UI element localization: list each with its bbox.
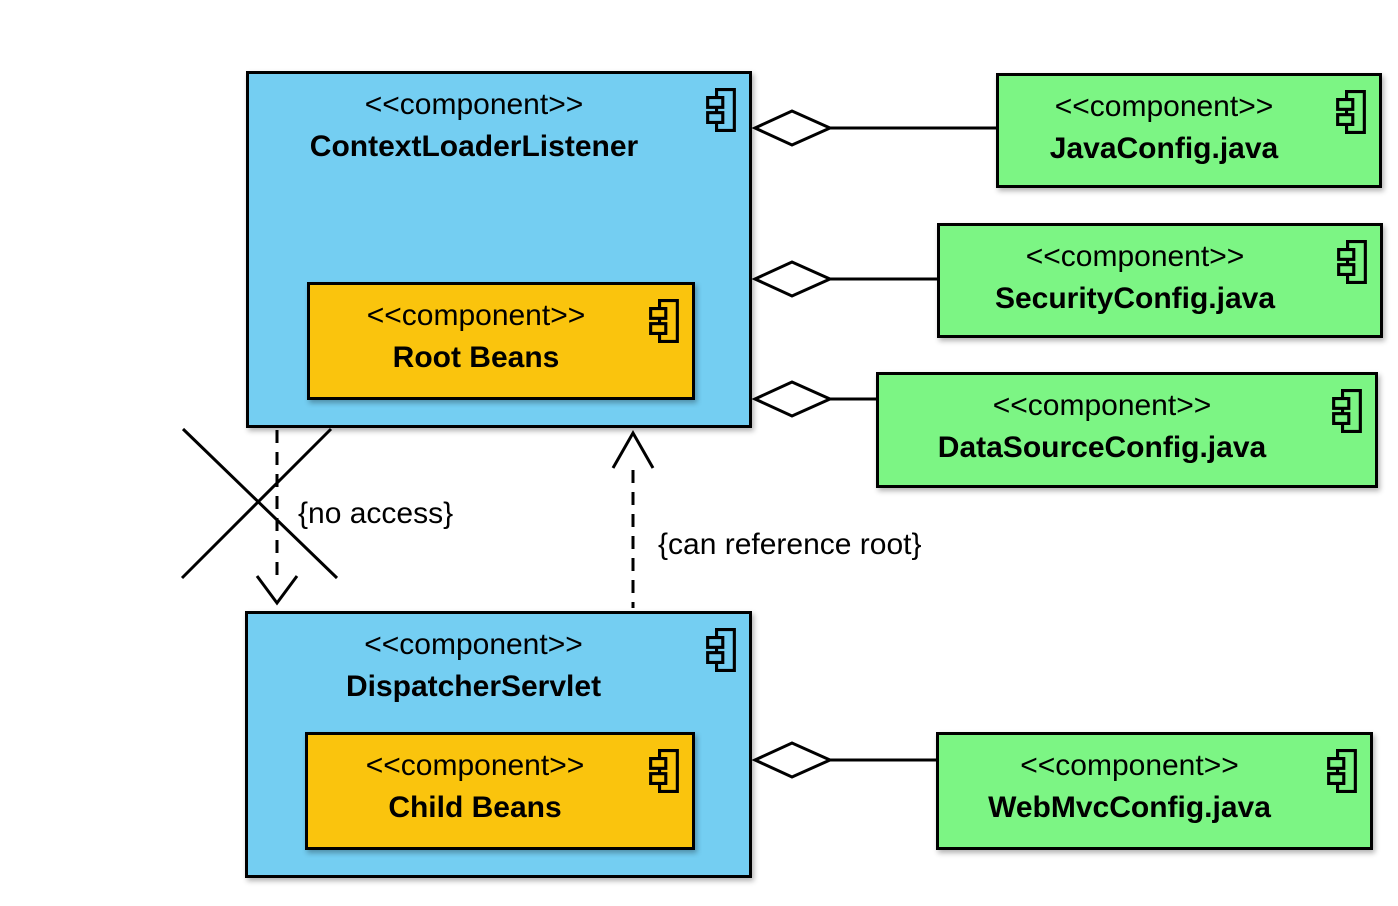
aggregation-diamond — [751, 741, 834, 779]
component-name: JavaConfig.java — [1049, 132, 1279, 165]
aggregation-security-config — [751, 260, 937, 298]
component-icon — [1337, 240, 1367, 284]
aggregation-diamond — [751, 380, 834, 418]
component-header: <<component>> Root Beans — [310, 285, 692, 379]
component-icon — [1332, 389, 1362, 433]
stereotype-label: <<component>> — [1054, 90, 1274, 123]
stereotype-label: <<component>> — [1025, 240, 1245, 273]
component-icon — [1336, 90, 1366, 134]
component-name: ContextLoaderListener — [309, 130, 639, 163]
component-security-config: <<component>> SecurityConfig.java — [937, 223, 1383, 338]
component-context-loader-listener: <<component>> ContextLoaderListener <<co… — [246, 71, 752, 428]
arrowhead-down-icon — [255, 575, 299, 606]
component-dispatcher-servlet: <<component>> DispatcherServlet <<compon… — [245, 611, 752, 878]
component-java-config: <<component>> JavaConfig.java — [996, 73, 1382, 188]
stereotype-label: <<component>> — [364, 628, 583, 661]
aggregation-diamond — [751, 109, 834, 147]
component-header: <<component>> JavaConfig.java — [999, 76, 1379, 170]
component-name: DispatcherServlet — [345, 670, 602, 703]
component-header: <<component>> ContextLoaderListener — [249, 74, 749, 168]
component-icon — [706, 628, 736, 672]
component-icon — [649, 749, 679, 793]
aggregation-diamond — [751, 260, 834, 298]
stereotype-label: <<component>> — [366, 299, 586, 332]
component-root-beans: <<component>> Root Beans — [307, 282, 695, 400]
component-name: SecurityConfig.java — [994, 282, 1276, 315]
component-web-mvc-config: <<component>> WebMvcConfig.java — [936, 732, 1373, 850]
stereotype-label: <<component>> — [364, 88, 584, 121]
component-data-source-config: <<component>> DataSourceConfig.java — [876, 372, 1378, 488]
dependency-no-access-arrow — [255, 430, 299, 606]
aggregation-data-source-config — [751, 380, 876, 418]
stereotype-label: <<component>> — [992, 389, 1212, 422]
component-header: <<component>> DataSourceConfig.java — [879, 375, 1375, 469]
component-name: DataSourceConfig.java — [937, 431, 1267, 464]
aggregation-java-config — [751, 109, 996, 147]
stereotype-label: <<component>> — [365, 749, 585, 782]
dependency-can-reference-root-arrow — [611, 429, 655, 608]
aggregation-web-mvc-config — [751, 741, 936, 779]
arrowhead-up-icon — [611, 429, 655, 469]
component-child-beans: <<component>> Child Beans — [305, 732, 695, 850]
component-icon — [706, 88, 736, 132]
component-icon — [1327, 749, 1357, 793]
component-icon — [649, 299, 679, 343]
constraint-no-access: {no access} — [298, 497, 454, 530]
component-name: Child Beans — [388, 791, 562, 824]
constraint-can-reference-root: {can reference root} — [658, 528, 922, 561]
component-name: Root Beans — [392, 341, 560, 374]
component-header: <<component>> WebMvcConfig.java — [939, 735, 1370, 829]
component-header: <<component>> SecurityConfig.java — [940, 226, 1380, 320]
component-header: <<component>> DispatcherServlet — [248, 614, 749, 708]
component-name: WebMvcConfig.java — [988, 791, 1271, 824]
component-header: <<component>> Child Beans — [308, 735, 692, 829]
stereotype-label: <<component>> — [1020, 749, 1239, 782]
